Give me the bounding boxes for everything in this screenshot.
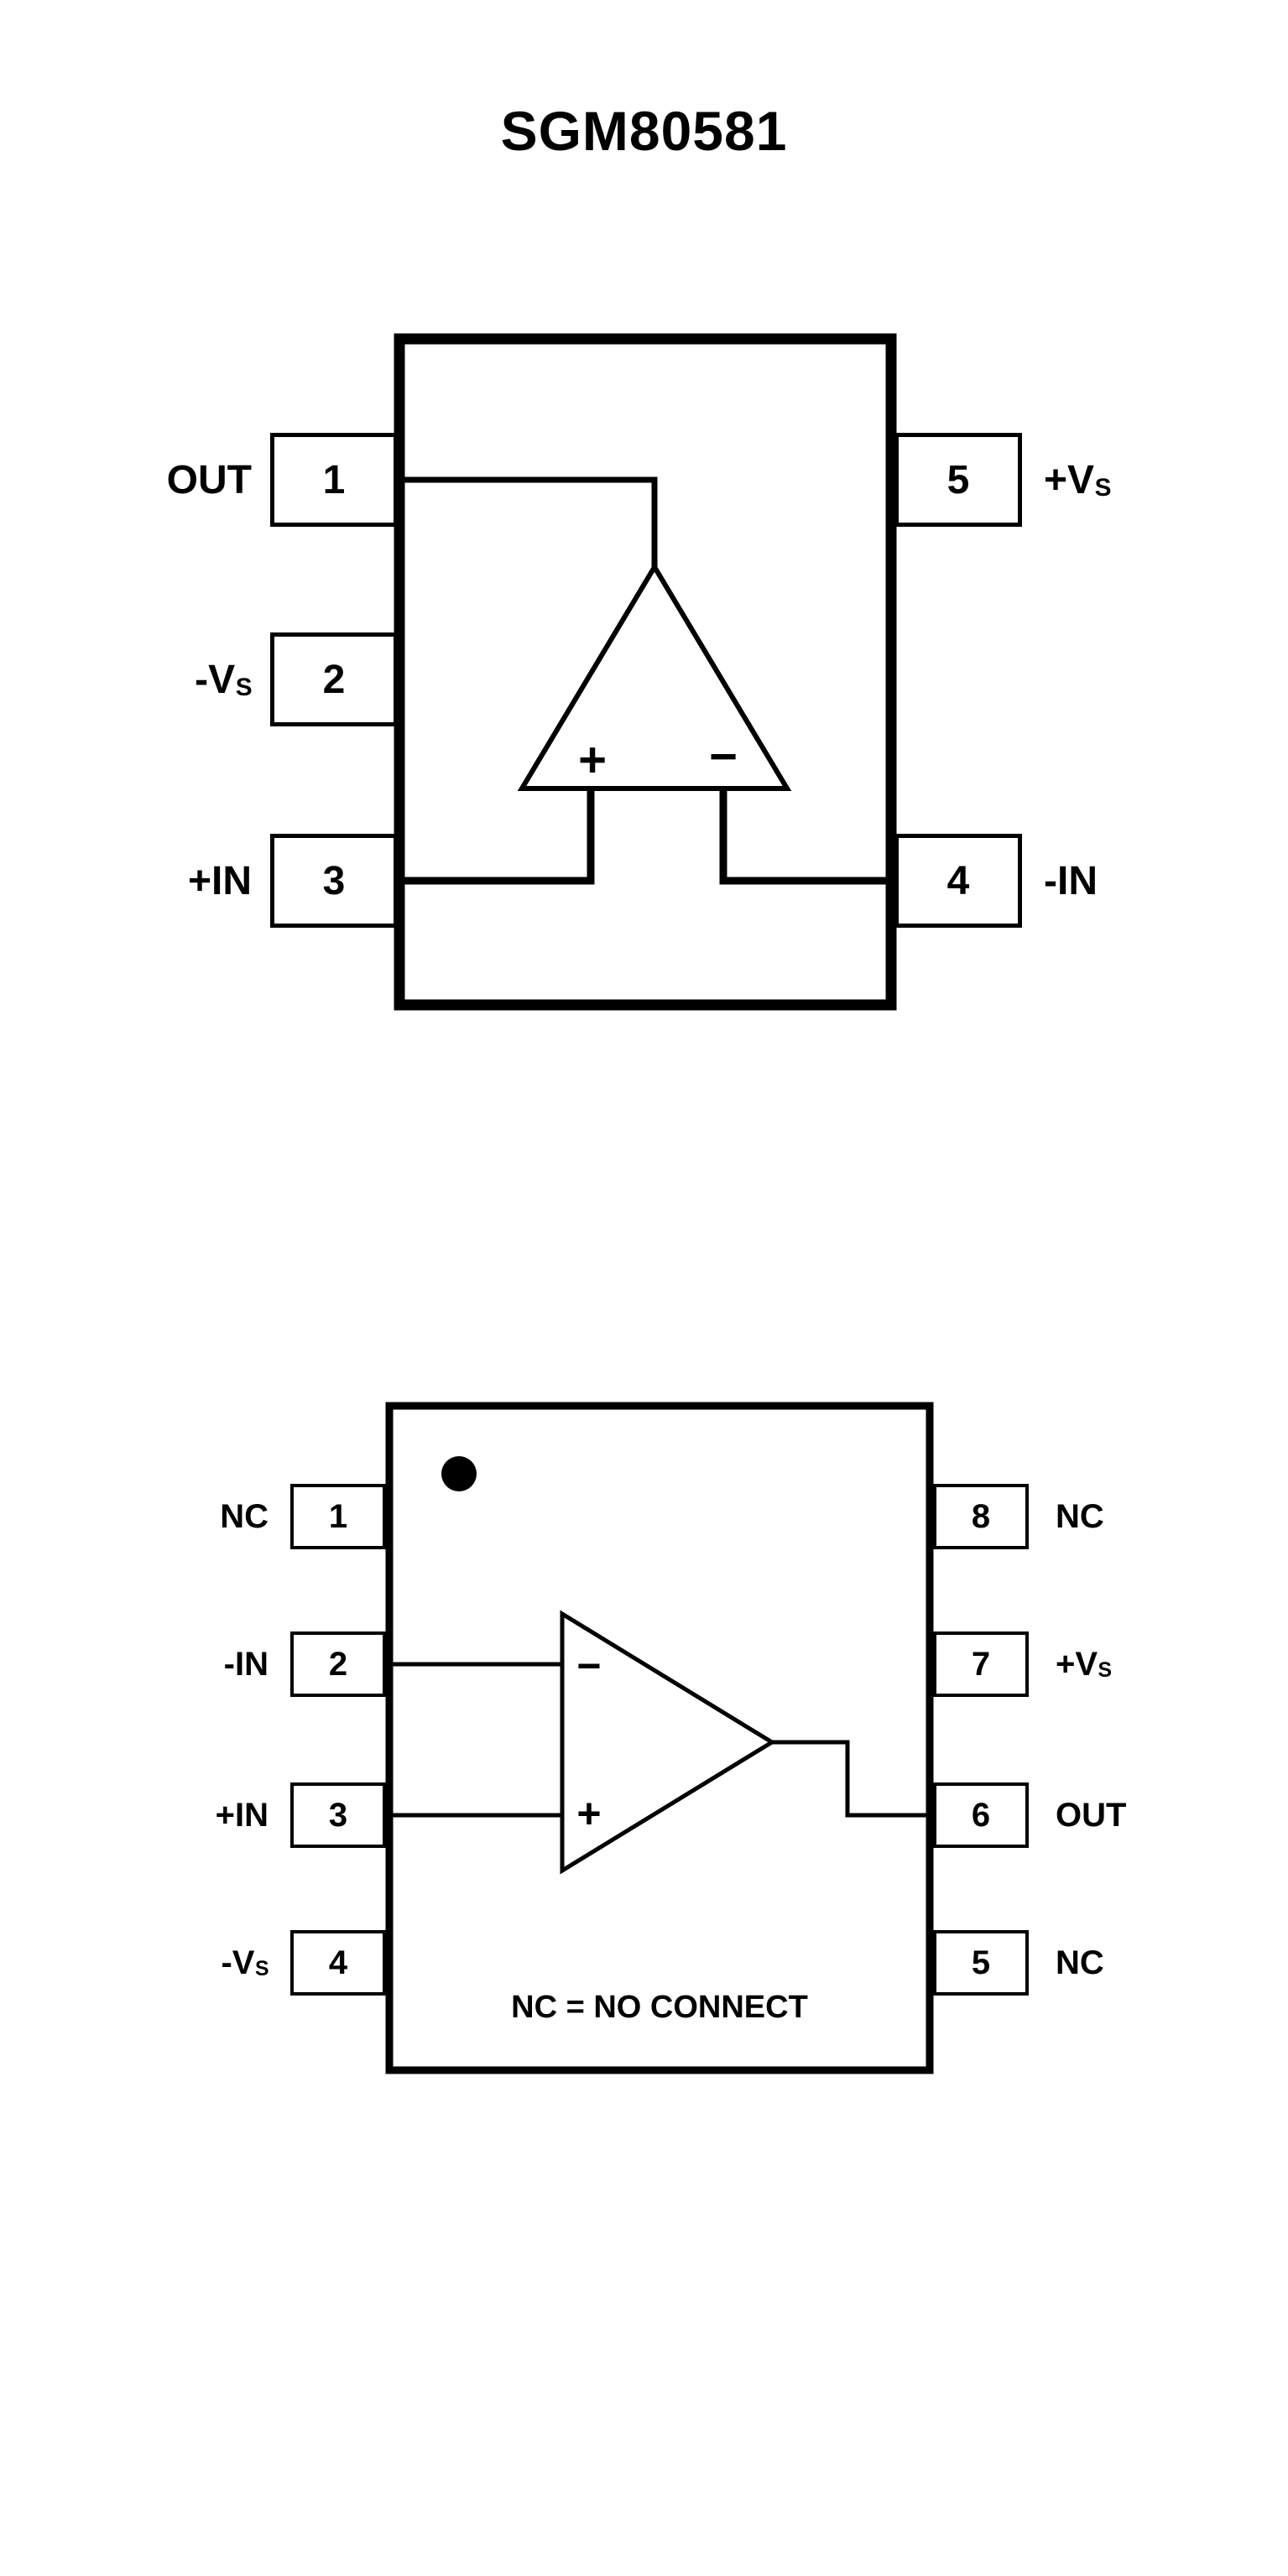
nc-note: NC = NO CONNECT <box>511 1990 808 2025</box>
pin-number: 3 <box>328 1796 348 1834</box>
pkg8-pin-7-box: 7 <box>933 1631 1029 1697</box>
pkg5-pin-3-label: +IN <box>187 858 252 903</box>
pkg8-pin-5-box: 5 <box>933 1930 1029 1996</box>
pkg8-opamp-triangle <box>560 1610 776 1875</box>
pkg5-pin-3-box: 3 <box>270 834 398 928</box>
pkg8-pin-6-box: 6 <box>933 1782 1029 1848</box>
pkg5-out-wire <box>396 476 658 570</box>
pkg8-opamp-plus-sign: + <box>576 1790 601 1837</box>
pkg8-pin-4-box: 4 <box>290 1930 386 1996</box>
pkg8-pin-8-label: NC <box>1056 1497 1104 1535</box>
pin-number: 7 <box>971 1645 991 1683</box>
pin-number: 2 <box>328 1645 348 1683</box>
pkg5-plus-in-wire <box>396 787 595 885</box>
pin-number: 1 <box>328 1497 348 1535</box>
pkg8-pin1-marker-dot <box>441 1456 477 1491</box>
pkg8-out-wire <box>769 1740 933 1818</box>
pkg8-pin-3-box: 3 <box>290 1782 386 1848</box>
pin-number: 5 <box>971 1944 991 1981</box>
pkg8-pin-3-label: +IN <box>215 1796 269 1834</box>
pkg8-pin-2-box: 2 <box>290 1631 386 1697</box>
pkg5-pin-5-box: 5 <box>894 433 1022 527</box>
pin-number: 2 <box>322 657 346 702</box>
pkg8-pin-2-label: -IN <box>223 1645 269 1683</box>
pkg5-pin-1-label: OUT <box>166 457 252 502</box>
chip-title: SGM80581 <box>500 100 788 162</box>
pin-number: 5 <box>946 457 970 502</box>
pin-number: 4 <box>328 1944 348 1981</box>
pkg5-minus-in-wire <box>719 787 896 885</box>
pkg8-pin-8-box: 8 <box>933 1484 1029 1549</box>
pkg5-opamp-minus-sign: − <box>709 730 738 784</box>
pin-number: 4 <box>946 858 970 903</box>
pkg5-opamp-triangle <box>517 562 792 791</box>
pin-number: 3 <box>322 858 346 903</box>
pkg8-opamp-minus-sign: − <box>576 1642 601 1689</box>
pkg8-pin-1-label: NC <box>220 1497 269 1535</box>
pkg5-pin-2-box: 2 <box>270 632 398 726</box>
pkg5-opamp-plus-sign: + <box>578 733 607 788</box>
pkg8-pin-5-label: NC <box>1056 1944 1104 1981</box>
pkg8-pin-6-label: OUT <box>1056 1796 1127 1834</box>
pin-number: 8 <box>971 1497 991 1535</box>
pkg5-pin-1-box: 1 <box>270 433 398 527</box>
pin-number: 6 <box>971 1796 991 1834</box>
pkg5-pin-4-label: -IN <box>1044 858 1098 903</box>
pkg5-pin-4-box: 4 <box>894 834 1022 928</box>
pin-number: 1 <box>322 457 346 502</box>
pkg8-pin-1-box: 1 <box>290 1484 386 1549</box>
